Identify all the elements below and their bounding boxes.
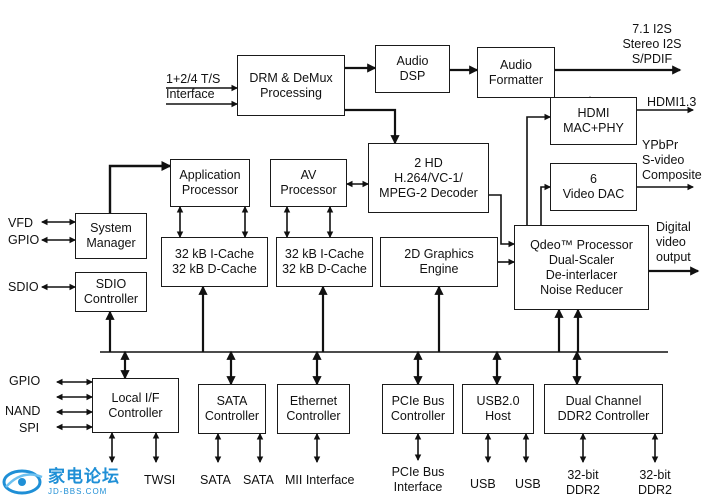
sdio-controller-label: SDIO Controller xyxy=(83,277,139,306)
local-if-controller-label: Local I/F Controller xyxy=(108,390,163,420)
gpio-bottom-label: GPIO xyxy=(9,374,41,388)
cache-2-label: 32 kB I-Cache 32 kB D-Cache xyxy=(282,247,367,276)
audio-dsp-label: Audio DSP xyxy=(396,54,429,83)
ddr2-2-label: 32-bit DDR2 xyxy=(637,468,673,497)
nand-label: NAND xyxy=(5,404,41,418)
graphics-2d-label: 2D Graphics Engine xyxy=(404,247,474,276)
hdmi-mac-phy-block: HDMI MAC+PHY xyxy=(550,97,637,145)
usb-2-label: USB xyxy=(515,477,541,491)
graphics-2d-block: 2D Graphics Engine xyxy=(380,237,498,287)
av-processor-label: AV Processor xyxy=(280,168,337,197)
cache-block-2: 32 kB I-Cache 32 kB D-Cache xyxy=(276,237,373,287)
watermark-url-text: JD-BBS.COM xyxy=(48,486,108,496)
sata-controller-block: SATA Controller xyxy=(198,384,266,434)
sata-2-label: SATA xyxy=(243,473,274,487)
sysmgr-to-app xyxy=(108,160,172,213)
cache-block-1: 32 kB I-Cache 32 kB D-Cache xyxy=(161,237,268,287)
audio-dsp-block: Audio DSP xyxy=(375,45,450,93)
qdeo-processor-label: Qdeo™ Processor Dual-Scaler De-interlace… xyxy=(530,237,633,297)
system-manager-block: System Manager xyxy=(75,213,147,259)
spi-label: SPI xyxy=(19,421,40,435)
watermark-chinese-text: 家电论坛 xyxy=(48,467,120,488)
sata-1-label: SATA xyxy=(200,473,231,487)
analog-video-out-label: YPbPr S-video Composite xyxy=(642,138,702,182)
sdio-label: SDIO xyxy=(8,280,39,294)
usb-host-block: USB2.0 Host xyxy=(462,384,534,434)
audio-formatter-label: Audio Formatter xyxy=(488,57,544,87)
video-dac-label: 6 Video DAC xyxy=(562,172,625,201)
ts-interface-label: 1+2/4 T/S Interface xyxy=(166,72,221,101)
sata-controller-label: SATA Controller xyxy=(204,394,260,423)
mii-interface-label: MII Interface xyxy=(285,473,355,487)
watermark: 家电论坛 JD-BBS.COM xyxy=(2,464,132,500)
qdeo-processor-block: Qdeo™ Processor Dual-Scaler De-interlace… xyxy=(514,225,649,310)
qdeo-to-hdmi xyxy=(526,113,552,225)
forum-logo-icon xyxy=(2,469,43,495)
usb-1-label: USB xyxy=(470,477,496,491)
digital-video-out-label: Digital video output xyxy=(656,220,691,264)
pcie-controller-label: PCIe Bus Controller xyxy=(390,394,446,423)
ddr2-1-label: 32-bit DDR2 xyxy=(565,468,601,497)
drm-demux-label: DRM & DeMux Processing xyxy=(249,70,333,100)
ethernet-controller-block: Ethernet Controller xyxy=(277,384,350,434)
twsi-label: TWSI xyxy=(144,473,176,487)
hd-decoder-block: 2 HD H.264/VC-1/ MPEG-2 Decoder xyxy=(368,143,489,213)
vfd-label: VFD xyxy=(8,216,33,230)
pcie-controller-block: PCIe Bus Controller xyxy=(382,384,454,434)
drm-demux-block: DRM & DeMux Processing xyxy=(237,55,345,116)
application-processor-block: Application Processor xyxy=(170,159,250,207)
hd-decoder-label: 2 HD H.264/VC-1/ MPEG-2 Decoder xyxy=(379,155,478,200)
av-processor-block: AV Processor xyxy=(270,159,347,207)
ddr2-controller-block: Dual Channel DDR2 Controller xyxy=(544,384,663,434)
hdmi-mac-phy-label: HDMI MAC+PHY xyxy=(563,106,624,135)
system-manager-label: System Manager xyxy=(86,221,136,250)
pcie-interface-label: PCIe Bus Interface xyxy=(391,465,445,494)
cache-1-label: 32 kB I-Cache 32 kB D-Cache xyxy=(172,247,257,276)
qdeo-to-dac xyxy=(540,183,552,225)
hdmi-out-label: HDMI1.3 xyxy=(647,95,697,109)
local-if-controller-block: Local I/F Controller xyxy=(92,378,179,433)
drm-to-decoder xyxy=(345,108,400,145)
gpio-top-label: GPIO xyxy=(8,233,40,247)
ddr2-controller-label: Dual Channel DDR2 Controller xyxy=(557,394,650,423)
audio-out-label: 7.1 I2S Stereo I2S S/PDIF xyxy=(622,22,682,66)
ethernet-controller-label: Ethernet Controller xyxy=(286,394,341,423)
video-dac-block: 6 Video DAC xyxy=(550,163,637,211)
decoder-to-qdeo xyxy=(489,194,516,248)
sdio-controller-block: SDIO Controller xyxy=(75,272,147,312)
application-processor-label: Application Processor xyxy=(179,168,241,197)
usb-host-label: USB2.0 Host xyxy=(476,394,520,423)
audio-formatter-block: Audio Formatter xyxy=(477,47,555,98)
